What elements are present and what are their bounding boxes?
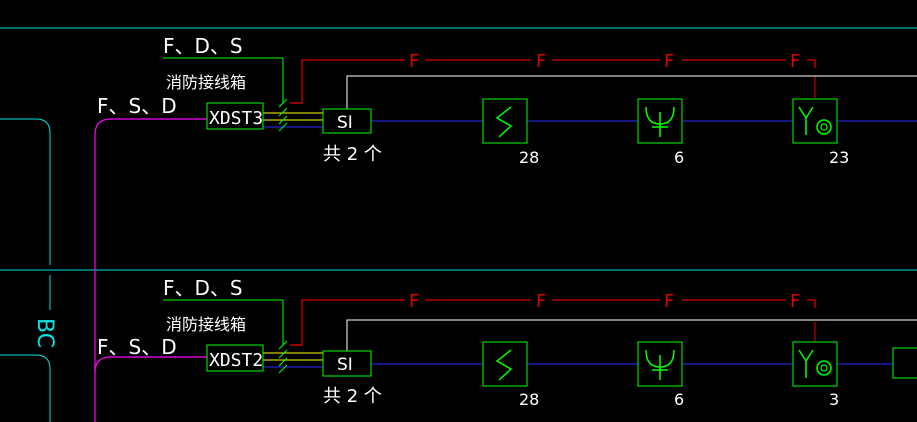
panel-row-2: F、D、S 消防接线箱 F、S、D F F F F XDST2 SI 共 2 个… xyxy=(94,276,917,409)
wire-ticks xyxy=(278,340,288,374)
red-f-label-1: F xyxy=(409,51,419,72)
smoke-detector-icon xyxy=(495,106,513,138)
si-count-text: 共 2 个 xyxy=(323,386,382,407)
red-f-label-2: F xyxy=(536,51,546,72)
left-riser-lower xyxy=(0,354,51,422)
manual-call-point-icon xyxy=(645,106,675,137)
device-count: 6 xyxy=(674,148,684,167)
cyan-frame xyxy=(0,27,917,422)
hydrant-button-icon xyxy=(798,349,814,378)
si-module[interactable] xyxy=(322,108,372,134)
panel-row-1: F、D、S 消防接线箱 F、S、D F F F F XDST3 SI 共 2 个 xyxy=(97,34,917,167)
left-riser-upper xyxy=(0,118,51,265)
device-hydrant-button[interactable]: 23 xyxy=(792,98,849,167)
device-manual-call-point[interactable]: 6 xyxy=(637,341,684,409)
device-smoke-detector[interactable]: 28 xyxy=(482,341,539,409)
si-module-label: SI xyxy=(337,355,353,375)
red-f-label-3: F xyxy=(664,291,674,312)
left-feed-label: F、S、D xyxy=(97,94,177,118)
left-riser-label: BC xyxy=(32,318,57,348)
manual-call-point-icon xyxy=(645,349,675,380)
wire-ticks xyxy=(278,98,288,132)
left-feed-label: F、S、D xyxy=(97,335,177,359)
device-count: 28 xyxy=(519,390,539,409)
device-manual-call-point[interactable]: 6 xyxy=(637,98,684,167)
junction-box-caption: 消防接线箱 xyxy=(166,315,246,334)
red-f-label-1: F xyxy=(409,291,419,312)
row-top-label: F、D、S xyxy=(163,34,243,58)
device-count: 28 xyxy=(519,148,539,167)
magenta-feed-trunk xyxy=(94,118,207,422)
si-module[interactable] xyxy=(322,350,372,377)
junction-box[interactable] xyxy=(206,102,264,130)
device-hydrant-button[interactable]: 3 xyxy=(792,341,839,409)
red-f-label-4: F xyxy=(790,291,800,312)
junction-box-label: XDST3 xyxy=(209,108,263,129)
junction-box-label: XDST2 xyxy=(209,350,263,371)
device-count: 23 xyxy=(829,148,849,167)
red-f-line xyxy=(290,59,816,104)
white-d-line xyxy=(346,75,917,109)
junction-box-caption: 消防接线箱 xyxy=(166,73,246,92)
red-f-label-3: F xyxy=(664,51,674,72)
si-module-label: SI xyxy=(337,113,353,133)
red-f-label-2: F xyxy=(536,291,546,312)
smoke-detector-icon xyxy=(495,349,513,381)
hydrant-button-icon xyxy=(798,106,814,135)
device-cut-off[interactable] xyxy=(892,347,917,379)
device-count: 3 xyxy=(829,390,839,409)
magenta-branch xyxy=(94,356,207,373)
si-count-text: 共 2 个 xyxy=(323,144,382,165)
red-f-line xyxy=(290,299,816,346)
device-smoke-detector[interactable]: 28 xyxy=(482,98,539,167)
red-f-label-4: F xyxy=(790,51,800,72)
junction-box[interactable] xyxy=(206,344,264,372)
white-d-line xyxy=(346,319,917,351)
row-top-label: F、D、S xyxy=(163,276,243,300)
device-count: 6 xyxy=(674,390,684,409)
